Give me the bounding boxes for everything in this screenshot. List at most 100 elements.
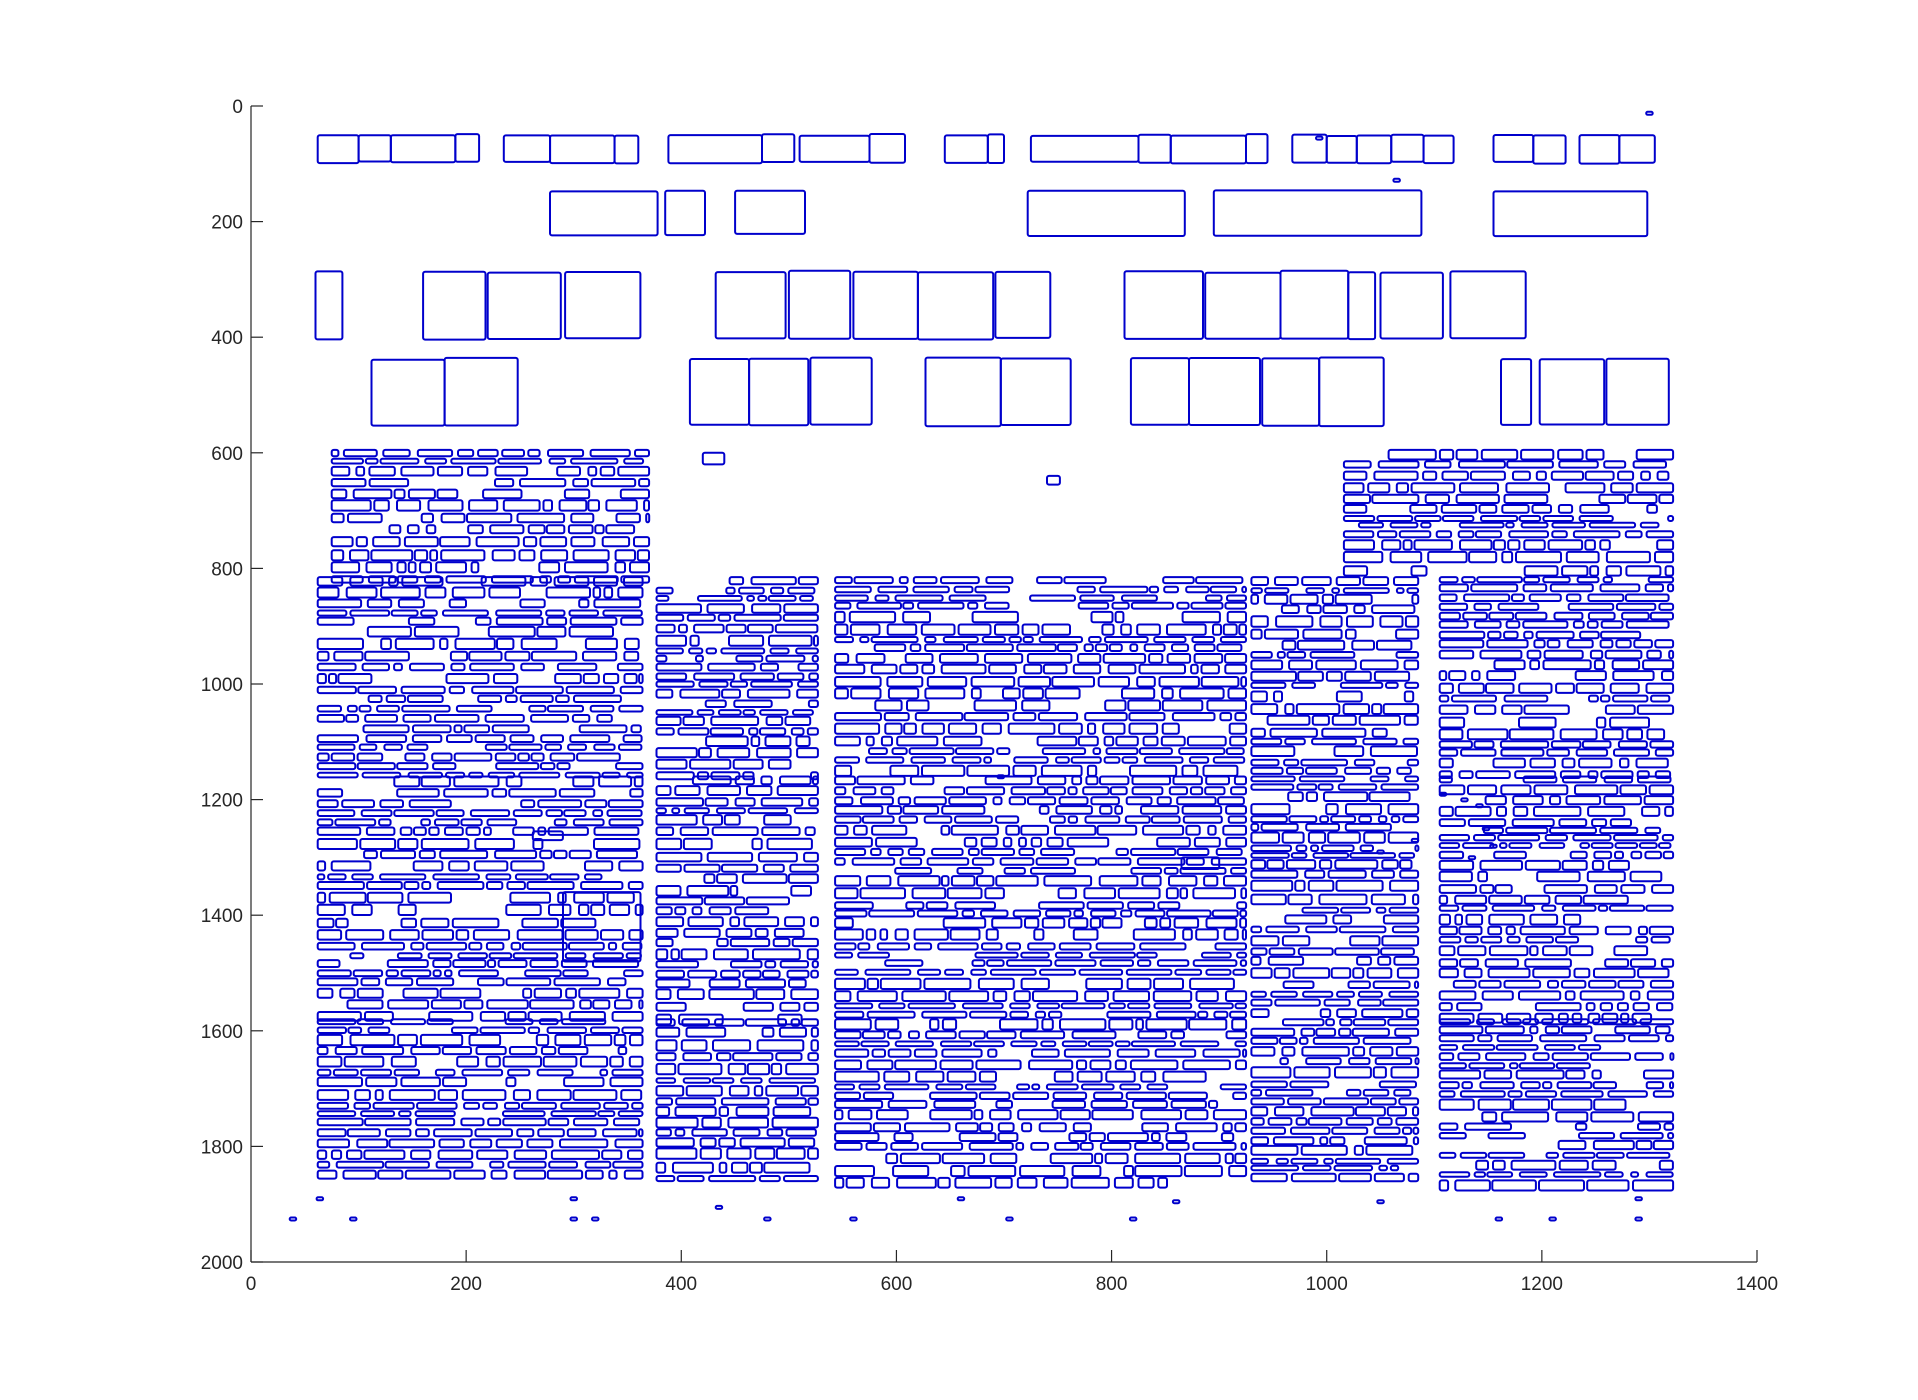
text-row-box (400, 969, 432, 978)
text-row-box (899, 1152, 941, 1165)
text-row-box (884, 959, 924, 967)
text-row-box (1020, 977, 1050, 991)
text-row-box (1250, 576, 1270, 586)
text-row-box (1441, 515, 1475, 522)
text-row-box (596, 714, 613, 723)
text-row-box (473, 860, 509, 872)
text-row-box (1250, 681, 1287, 689)
text-row-box (655, 797, 704, 807)
text-row-box (614, 999, 633, 1010)
text-row-box (1395, 628, 1420, 640)
text-row-box (397, 903, 417, 916)
text-row-box (1380, 783, 1420, 791)
text-row-box (1475, 1159, 1489, 1171)
text-row-box (633, 775, 644, 788)
text-row-box (1484, 795, 1507, 806)
text-row-box (774, 1097, 807, 1106)
text-row-box (556, 465, 582, 477)
text-row-box (482, 488, 523, 500)
text-row-box (1541, 904, 1557, 912)
text-row-box (576, 752, 621, 762)
text-row-box (400, 685, 446, 695)
text-row-box (834, 968, 859, 976)
text-row-box (1054, 959, 1097, 967)
text-row-box (1462, 1044, 1496, 1051)
text-row-box (1473, 740, 1495, 749)
text-row-box (655, 1097, 673, 1106)
text-row-box (1250, 1036, 1279, 1045)
text-row-box (1587, 593, 1625, 602)
text-row-box (1094, 643, 1109, 653)
x-tick-label: 400 (665, 1274, 697, 1295)
text-row-box (638, 999, 644, 1010)
text-row-box (407, 616, 436, 626)
text-row-box (437, 1089, 459, 1101)
text-row-box (870, 847, 882, 857)
text-row-box (966, 786, 1006, 796)
text-row-box (1038, 636, 1083, 644)
text-row-box (674, 785, 701, 796)
text-row-box (516, 1128, 535, 1138)
text-row-box (1250, 651, 1273, 659)
text-row-box (1501, 1018, 1522, 1026)
text-row-box (1569, 850, 1588, 860)
text-row-box (1579, 990, 1625, 1001)
text-row-box (924, 636, 937, 644)
text-row-box (1454, 894, 1488, 905)
text-row-box (909, 775, 935, 786)
header-box (1492, 134, 1535, 163)
text-row-box (804, 826, 816, 837)
text-row-box (504, 1101, 521, 1110)
text-row-box (1470, 583, 1519, 593)
text-row-box (1071, 775, 1083, 786)
text-row-box (1066, 836, 1110, 848)
text-row-box (1236, 951, 1248, 959)
text-row-box (1612, 694, 1649, 703)
text-row-box (1438, 728, 1464, 741)
text-row-box (1079, 1142, 1094, 1151)
text-row-box (316, 809, 356, 817)
text-row-box (1344, 766, 1372, 775)
text-row-box (951, 756, 982, 764)
text-row-box (482, 1101, 498, 1110)
text-row-box (929, 1109, 973, 1121)
text-row-box (1049, 815, 1066, 824)
text-row-box (1334, 947, 1380, 956)
text-row-box (454, 637, 496, 650)
text-row-box (1284, 737, 1306, 746)
y-tick-label: 1200 (201, 791, 243, 812)
text-row-box (1438, 1062, 1467, 1070)
text-row-box (316, 1011, 362, 1022)
text-row-box (655, 1106, 671, 1117)
header-box (798, 134, 871, 163)
text-row-box (655, 785, 672, 796)
text-row-box (572, 818, 605, 827)
text-row-box (1215, 847, 1243, 857)
point-box (1494, 1216, 1504, 1222)
text-row-box (1331, 1126, 1369, 1135)
header-box (734, 189, 806, 235)
text-row-box (316, 987, 334, 999)
text-row-box (1223, 928, 1239, 941)
text-row-box (787, 1137, 816, 1148)
text-row-box (1236, 901, 1248, 910)
text-row-box (1568, 945, 1594, 957)
text-row-box (1282, 980, 1315, 989)
text-row-box (1289, 593, 1319, 605)
text-row-box (1135, 1018, 1144, 1031)
text-row-box (1454, 1179, 1491, 1192)
text-row-box (617, 586, 644, 599)
text-row-box (1176, 601, 1190, 610)
text-row-box (451, 917, 500, 929)
text-row-box (590, 903, 606, 916)
text-row-box (1104, 1152, 1129, 1165)
text-row-box (1376, 639, 1413, 651)
text-row-box (1518, 716, 1557, 729)
large-box (701, 451, 726, 466)
text-row-box (507, 1011, 527, 1022)
text-row-box (1225, 836, 1248, 848)
text-row-box (416, 977, 455, 987)
point-box (569, 1216, 578, 1222)
text-row-box (1295, 1117, 1308, 1126)
text-row-box (584, 873, 603, 881)
